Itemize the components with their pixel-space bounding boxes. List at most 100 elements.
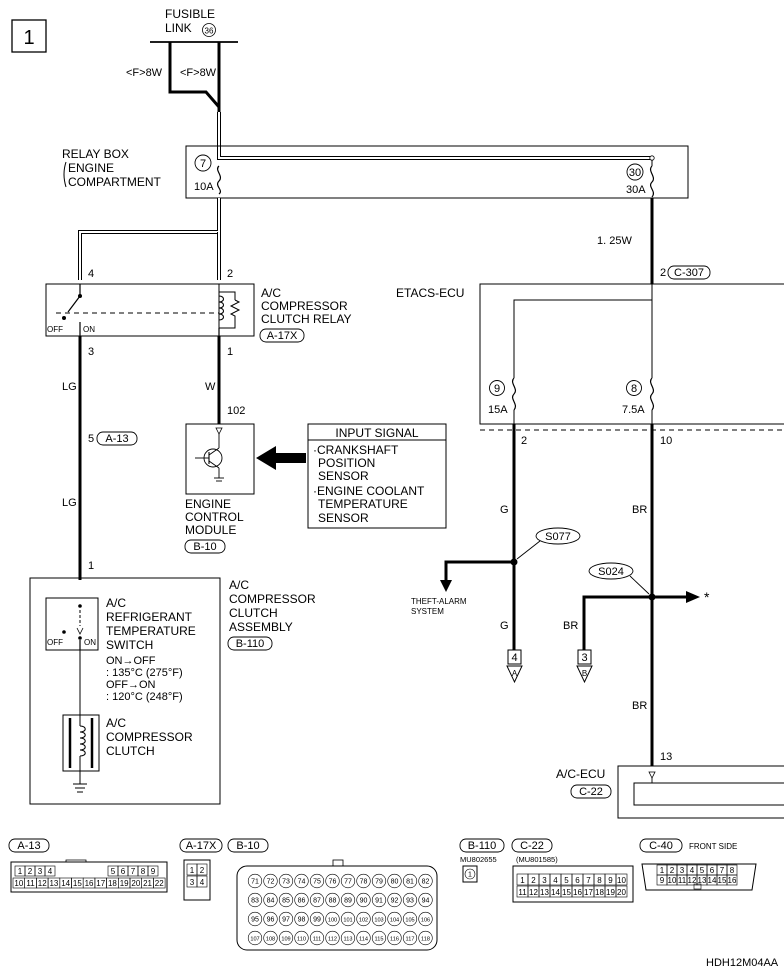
fuse-7-number: 7 (200, 158, 206, 170)
wire-color-g-2: G (500, 620, 509, 632)
b110-pin-1-ring (464, 868, 476, 880)
temp-switch-off: OFF (47, 638, 63, 647)
wire-size-right: <F>8W (180, 67, 217, 79)
a13-pin-1: 1 (18, 867, 23, 876)
a17x-pin-2: 2 (200, 866, 205, 875)
fuse-30-symbol (649, 165, 655, 198)
a17x-pin-1: 1 (190, 866, 195, 875)
clutch-line3: CLUTCH (106, 744, 155, 758)
figure-code: HDH12M04AA (706, 957, 779, 969)
page-number: 1 (23, 27, 34, 49)
fuse-30-amp: 30A (626, 184, 646, 196)
c22-pin-20: 20 (617, 888, 626, 897)
input-signal-line-6: SENSOR (318, 511, 369, 525)
wire-color-g-1: G (500, 504, 509, 516)
b10-pin-90: 90 (360, 898, 368, 905)
ref-b-box (577, 649, 592, 665)
engine-control-module: ENGINE CONTROL MODULE B-10 (184, 423, 306, 554)
b10-pin-108-ring (263, 930, 278, 946)
b10-pin-105-ring (402, 911, 418, 927)
b10-pin-91: 91 (375, 898, 383, 905)
ref-a-letter: A (512, 669, 518, 678)
b10-pin-104-ring (387, 911, 402, 927)
ecm-connector: B-10 (193, 541, 216, 553)
a13-connector-body (10, 861, 168, 893)
ref-a-box (507, 649, 522, 665)
b10-pin-89-ring (340, 892, 356, 908)
etacs-out-right: 10 (660, 435, 672, 447)
c40-pin-16: 16 (728, 876, 737, 885)
connector-a13: A-13 (105, 433, 128, 445)
relay-box-line2: ENGINE (68, 161, 114, 175)
a13-pin-13: 13 (49, 879, 58, 888)
legend-b10-tag (227, 838, 269, 853)
b10-pin-113: 113 (344, 937, 353, 943)
b10-pin-79-ring (371, 873, 387, 889)
c40-pin-7: 7 (720, 866, 725, 875)
legend-a17x: A-17X (186, 840, 217, 852)
b10-pin-106-ring (418, 911, 433, 927)
assembly-connector-tag (227, 636, 273, 651)
b10-pin-115-ring (371, 930, 387, 946)
input-signal-line-1: ·CRANKSHAFT (313, 443, 399, 457)
c22-pin-18: 18 (595, 888, 604, 897)
theft-alarm-arrow (440, 580, 452, 592)
c40-pin-10: 10 (668, 876, 677, 885)
c40-pin-14: 14 (708, 876, 717, 885)
b10-pin-77: 77 (344, 879, 352, 886)
c22-connector-body (512, 865, 634, 903)
b10-pin-109-ring (278, 930, 294, 946)
b10-pin-92-ring (387, 892, 402, 908)
relay-off-label: OFF (47, 325, 63, 334)
b10-pin-100-ring (325, 911, 340, 927)
assembly-label-line3: CLUTCH (229, 606, 278, 620)
c22-pin-7: 7 (586, 876, 591, 885)
b10-pin-105: 105 (405, 918, 414, 924)
b10-pin-101-ring (340, 911, 356, 927)
fusible-link-number: 36 (205, 27, 214, 36)
b10-pin-102-ring (356, 911, 371, 927)
c22-pin-5: 5 (564, 876, 569, 885)
input-signal-arrow (256, 446, 306, 470)
feed-wires (168, 42, 652, 160)
relay-resistor (229, 299, 241, 320)
fusible-link: FUSIBLE LINK 36 <F>8W <F>8W (126, 7, 238, 79)
clutch-line1: A/C (106, 716, 126, 730)
lg-wire: LG LG 5 A-13 1 (62, 336, 138, 580)
fuse-8-number-circle (626, 380, 642, 396)
input-signal-line-2: POSITION (318, 456, 375, 470)
b10-pin-73: 73 (282, 879, 290, 886)
a13-pin-3: 3 (38, 867, 43, 876)
temp-switch-spec2: : 135°C (275°F) (106, 667, 183, 679)
a13-pin-4: 4 (48, 867, 53, 876)
c22-pin-6: 6 (575, 876, 580, 885)
legend-b110-part: MU802655 (460, 855, 497, 864)
splice-s077: S077 (545, 531, 571, 543)
b10-pin-82-ring (418, 873, 433, 889)
b10-pin-75-ring (309, 873, 325, 889)
b10-pin-83-ring (247, 892, 263, 908)
a17x-connector-body (183, 859, 211, 901)
a17x-pin-4-cell (196, 875, 208, 888)
a13-pin-4-cell (44, 865, 56, 877)
assembly-label-line1: A/C (229, 578, 249, 592)
assembly-label-line2: COMPRESSOR (229, 592, 316, 606)
b10-pin-81-ring (402, 873, 418, 889)
temp-switch-spec3: OFF→ON (106, 679, 156, 691)
b10-pin-118: 118 (421, 937, 430, 943)
assembly-connector: B-110 (236, 638, 265, 650)
a13-pin-12: 12 (38, 879, 47, 888)
b10-pin-80: 80 (391, 879, 399, 886)
a17x-pin-2-cell (196, 863, 208, 876)
etacs-out-left: 2 (521, 435, 527, 447)
relay-box-line3: COMPARTMENT (68, 175, 162, 189)
c22-pin-8: 8 (597, 876, 602, 885)
b10-pin-80-ring (387, 873, 402, 889)
etacs-label: ETACS-ECU (396, 286, 464, 300)
c22-pin-14: 14 (551, 888, 560, 897)
b10-pin-95: 95 (251, 917, 259, 924)
b10-pin-107: 107 (250, 937, 259, 943)
relay-pin-3: 3 (88, 346, 94, 358)
a13-pin-18: 18 (108, 879, 117, 888)
b10-pin-72-ring (263, 873, 278, 889)
